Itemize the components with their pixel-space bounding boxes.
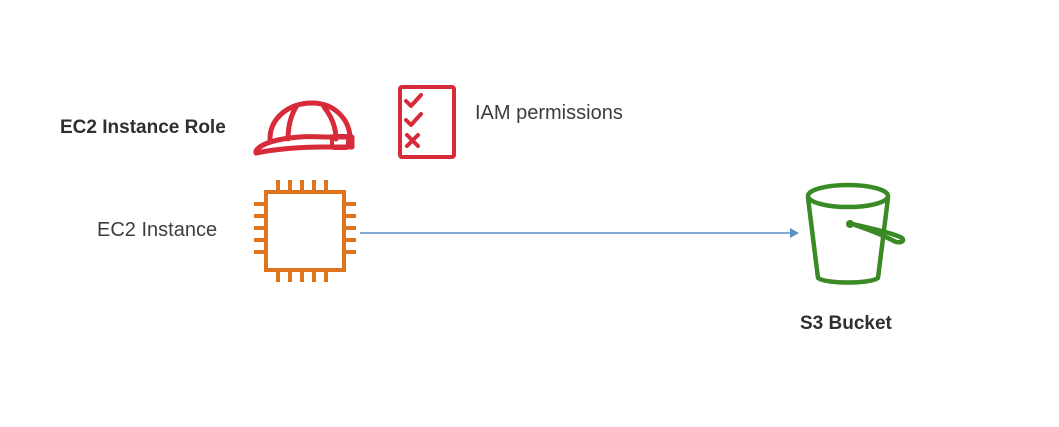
iam-permissions-label: IAM permissions <box>475 102 623 124</box>
bucket-icon <box>805 182 906 285</box>
hard-hat-icon <box>253 100 355 156</box>
s3-bucket-label: S3 Bucket <box>800 313 892 334</box>
arrow-ec2-to-s3 <box>360 228 799 238</box>
ec2-instance-role-label: EC2 Instance Role <box>60 117 226 138</box>
ec2-instance-label: EC2 Instance <box>97 219 218 241</box>
checklist-icon <box>398 85 456 159</box>
chip-icon <box>254 180 356 282</box>
